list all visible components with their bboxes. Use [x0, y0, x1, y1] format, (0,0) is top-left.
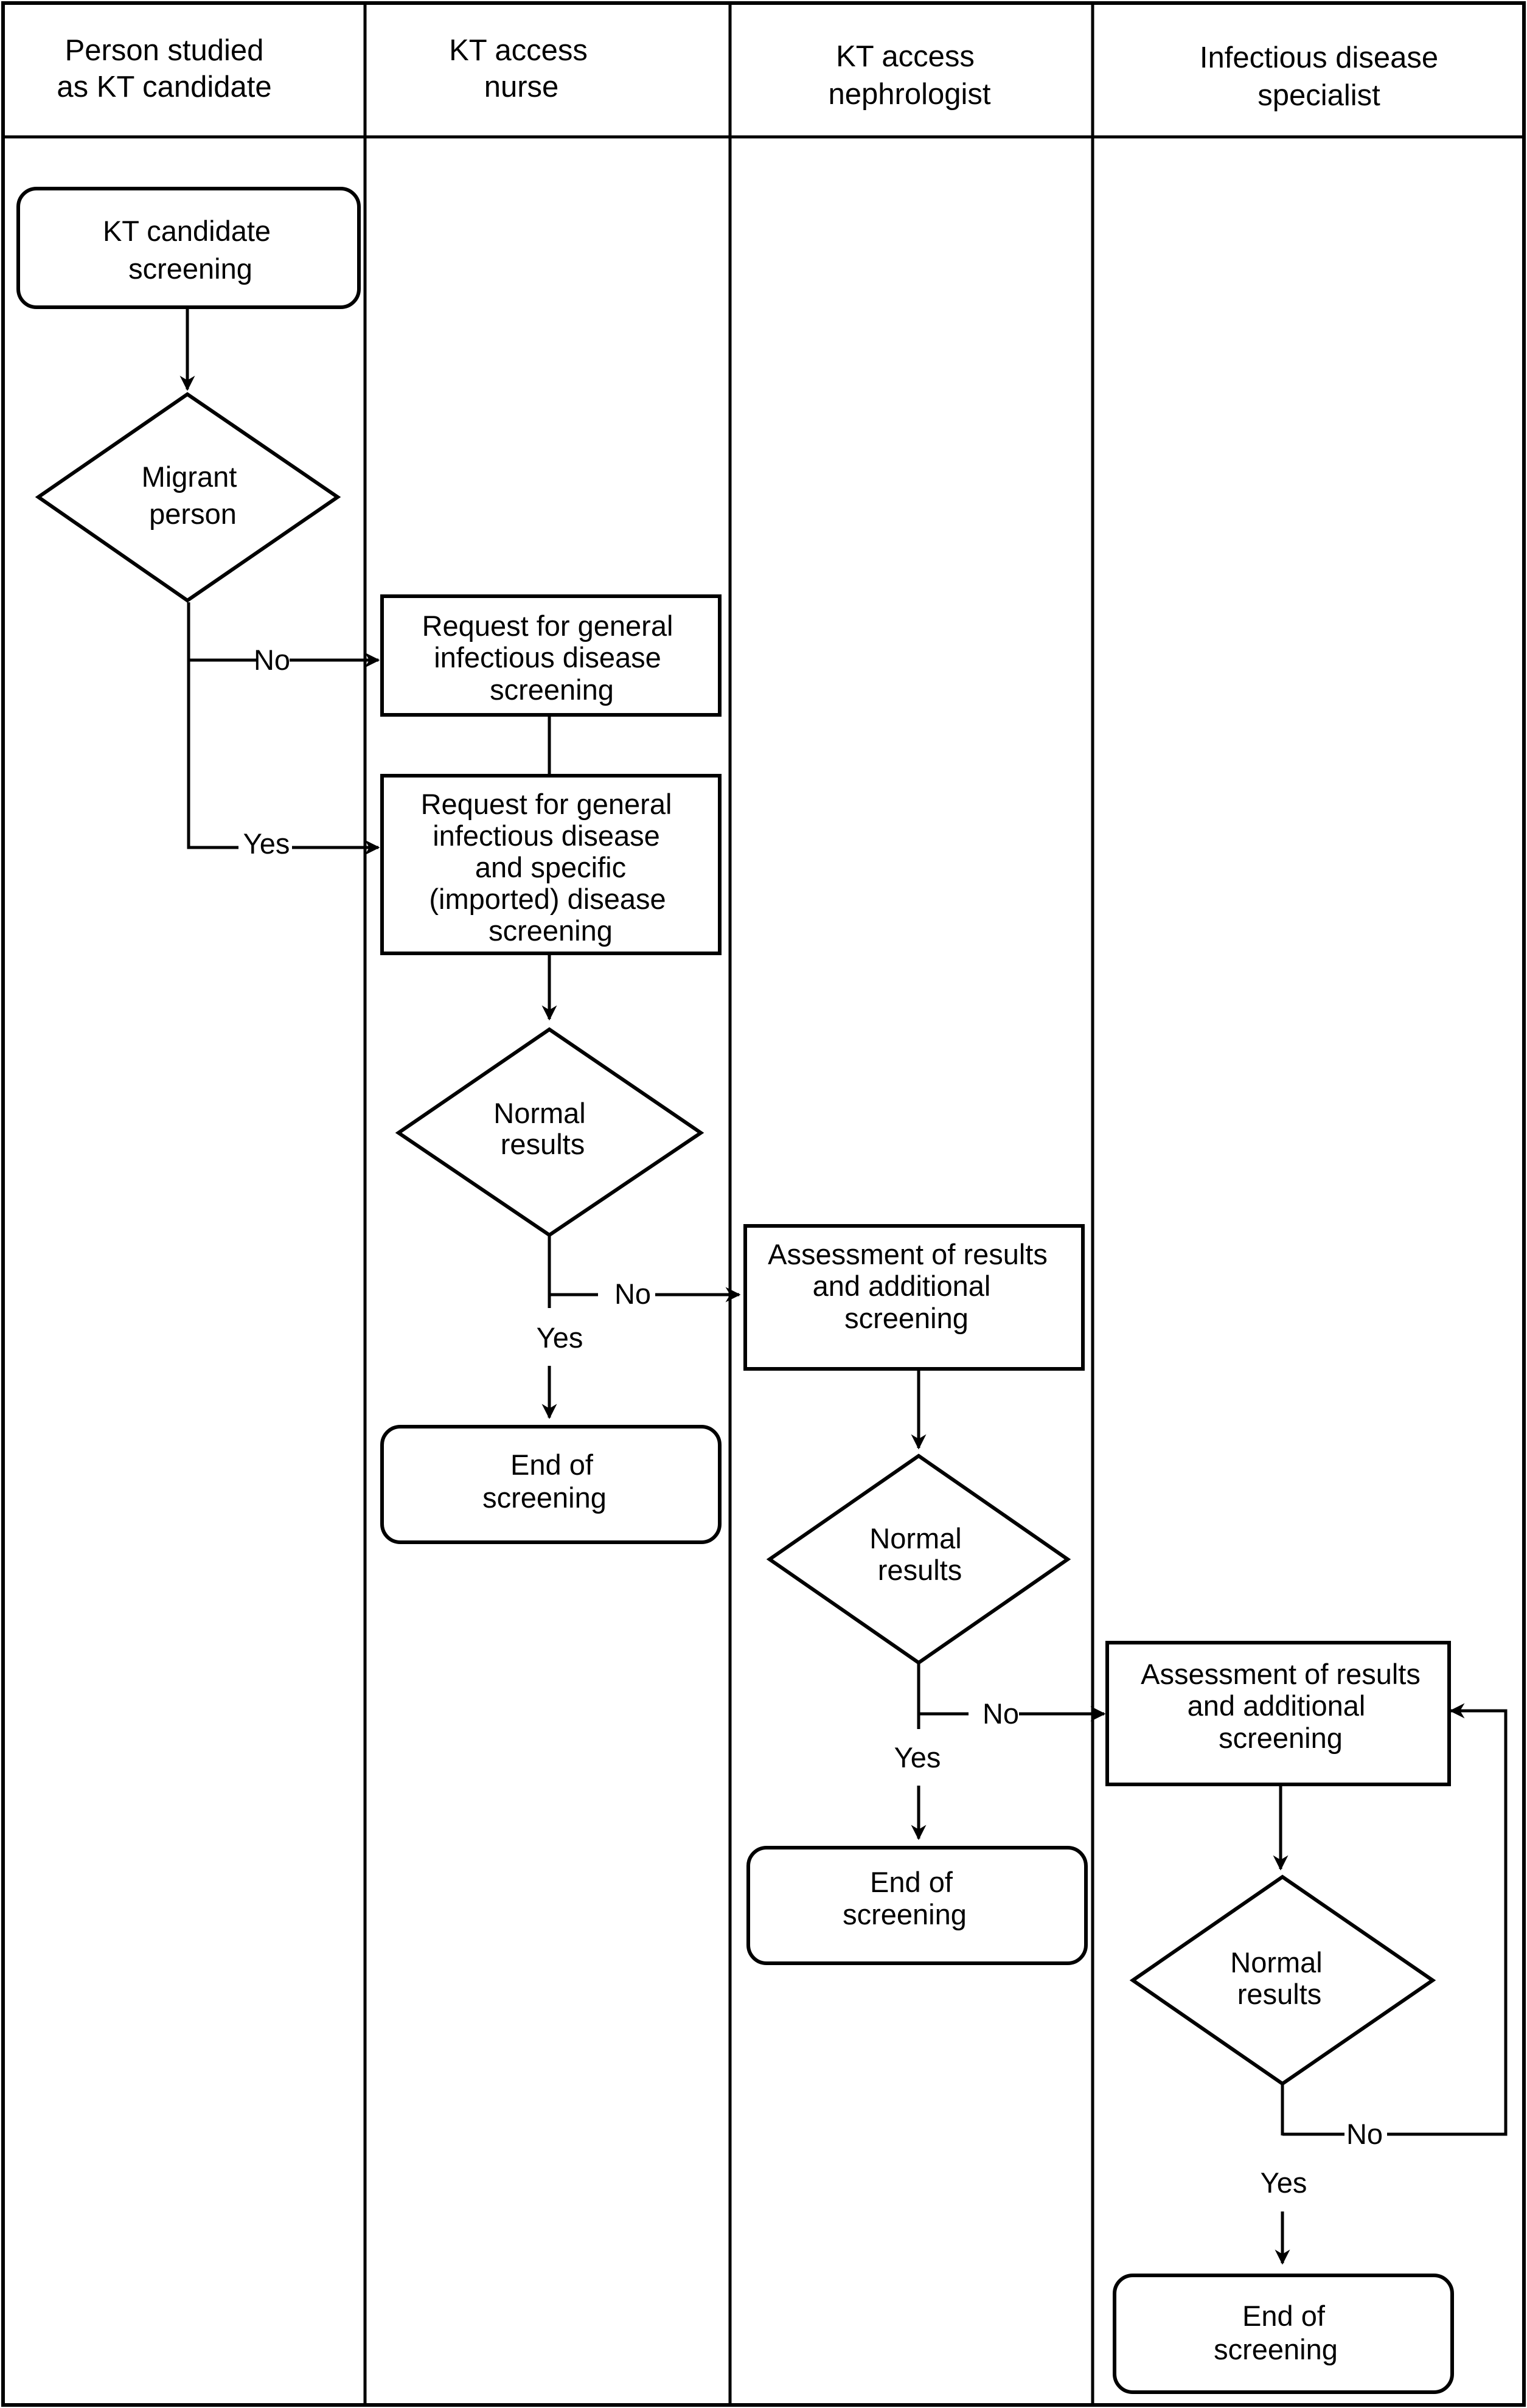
node-label-line: Normal — [1230, 1946, 1322, 1978]
lane-title-line: KT access — [449, 34, 588, 67]
lane-title-line: as KT candidate — [57, 71, 271, 103]
lane-title-line: nephrologist — [829, 78, 991, 111]
edge-label-yes: Yes — [1261, 2166, 1307, 2199]
connectors — [179, 308, 1508, 2265]
lane-header-nurse: KT access nurse — [449, 34, 588, 103]
node-shape — [743, 1224, 1085, 1371]
node-request-general-screening: Request for general infectious disease s… — [380, 594, 722, 717]
node-label-line: Request for general — [421, 788, 672, 820]
flow-nodes: KT candidate screening Migrant person Re… — [16, 187, 1454, 2394]
edge-migrant-no — [187, 602, 257, 662]
node-label-line: Normal — [869, 1522, 961, 1554]
lane-title-line: Person studied — [65, 34, 264, 67]
node-shape — [1129, 1874, 1436, 2086]
node-shape — [1113, 2274, 1454, 2394]
node-label-line: screening — [490, 673, 614, 706]
node-assessment-2: Assessment of results and additional scr… — [1105, 1641, 1451, 1786]
lane-title-line: KT access — [836, 40, 975, 73]
node-normal-results-3: Normal results — [1129, 1874, 1436, 2086]
node-migrant-person: Migrant person — [35, 392, 341, 603]
node-label-line: infectious disease — [433, 819, 660, 852]
node-label-line: screening — [128, 252, 252, 285]
edge-labels: No Yes No Yes No Yes No Yes — [243, 644, 1383, 2199]
edge-label-no: No — [983, 1697, 1019, 1730]
edge-label-yes: Yes — [243, 827, 290, 860]
edge-label-yes: Yes — [894, 1741, 941, 1773]
node-label-line: and additional — [1188, 1689, 1366, 1722]
node-label-line: KT candidate — [103, 215, 271, 247]
node-kt-candidate-screening: KT candidate screening — [16, 187, 361, 309]
node-shape — [1105, 1641, 1451, 1786]
edge-label-no: No — [614, 1278, 651, 1310]
node-shape — [35, 392, 341, 603]
edge-label-no: No — [254, 644, 290, 676]
node-label-line: results — [878, 1554, 962, 1586]
node-normal-results-2: Normal results — [766, 1453, 1071, 1665]
node-label-line: Migrant — [142, 461, 237, 493]
node-label-line: and additional — [813, 1270, 991, 1302]
node-label-line: End of — [870, 1866, 953, 1898]
node-label-line: End of — [510, 1449, 594, 1481]
node-label-line: infectious disease — [434, 641, 661, 673]
node-end-of-screening-3: End of screening — [1113, 2274, 1454, 2394]
node-label-line: person — [149, 498, 237, 530]
node-shape — [395, 1027, 704, 1237]
node-shape — [380, 1425, 722, 1544]
edge-label-no: No — [1346, 2118, 1383, 2150]
lane-title-line: specialist — [1257, 79, 1380, 112]
node-assessment-1: Assessment of results and additional scr… — [743, 1224, 1085, 1371]
node-label-line: (imported) disease — [429, 883, 666, 915]
lane-header-person: Person studied as KT candidate — [57, 34, 271, 103]
node-shape — [380, 594, 722, 717]
node-label-line: screening — [482, 1481, 607, 1514]
node-label-line: screening — [843, 1898, 967, 1930]
node-label-line: and specific — [475, 851, 626, 883]
node-label-line: screening — [489, 914, 613, 947]
node-request-specific-screening: Request for general infectious disease a… — [380, 774, 722, 955]
node-shape — [766, 1453, 1071, 1665]
node-normal-results-1: Normal results — [395, 1027, 704, 1237]
node-label-line: screening — [844, 1302, 969, 1334]
node-label-line: results — [501, 1128, 585, 1160]
lane-header-id-specialist: Infectious disease specialist — [1200, 41, 1438, 112]
node-label-line: screening — [1214, 2333, 1338, 2365]
node-label-line: Request for general — [422, 610, 673, 642]
node-label-line: Normal — [493, 1097, 585, 1129]
node-label-line: screening — [1219, 1722, 1343, 1754]
edge-label-yes: Yes — [537, 1321, 583, 1354]
edge-normal3-no-loop — [1387, 1703, 1508, 2136]
node-shape — [16, 187, 361, 309]
lane-header-nephrologist: KT access nephrologist — [829, 40, 991, 111]
node-shape — [746, 1846, 1088, 1965]
lane-title-line: Infectious disease — [1200, 41, 1438, 74]
node-label-line: Assessment of results — [768, 1238, 1048, 1270]
lane-title-line: nurse — [484, 71, 559, 103]
node-label-line: Assessment of results — [1141, 1658, 1421, 1690]
node-end-of-screening-1: End of screening — [380, 1425, 722, 1544]
node-label-line: End of — [1242, 2300, 1326, 2332]
node-end-of-screening-2: End of screening — [746, 1846, 1088, 1965]
node-shape — [380, 774, 722, 955]
edge-normal2-no — [917, 1663, 969, 1716]
node-label-line: results — [1237, 1978, 1321, 2010]
edge-normal1-no — [548, 1235, 598, 1296]
edge-migrant-yes — [187, 660, 238, 849]
